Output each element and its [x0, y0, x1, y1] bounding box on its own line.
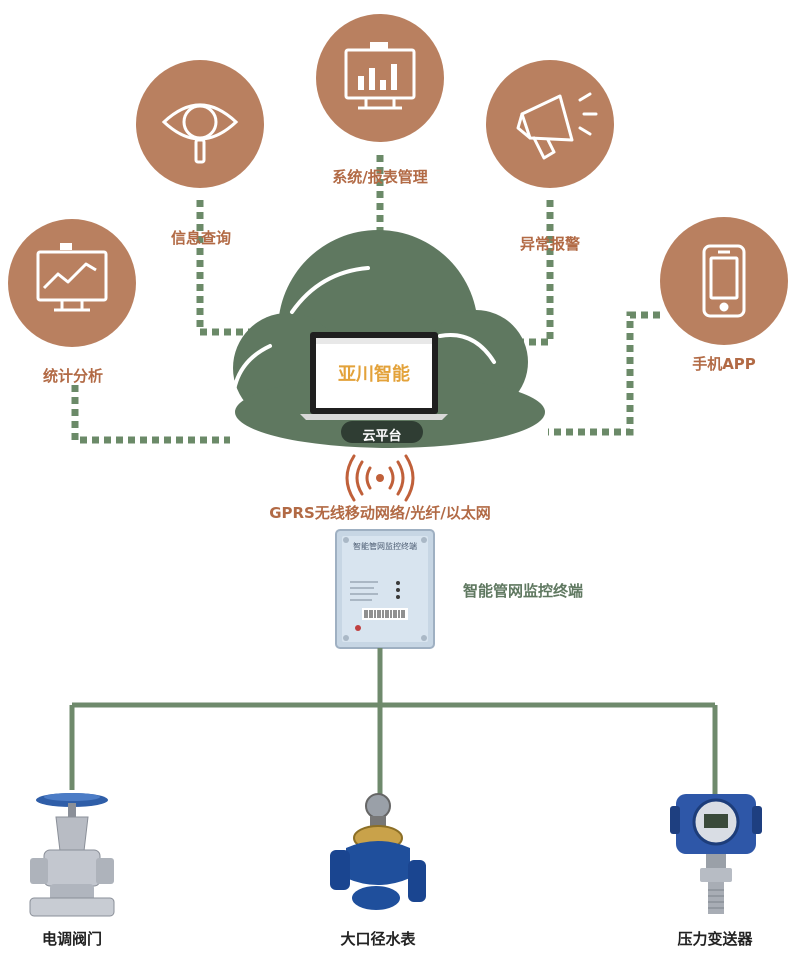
wireless-signal-icon — [345, 454, 415, 502]
node-stats — [8, 219, 136, 347]
trend-chart-icon — [36, 243, 108, 312]
cloud-label-pill — [341, 421, 423, 443]
laptop-screen-text: 亚川智能 — [338, 364, 410, 385]
cloud-highlight-3 — [232, 344, 272, 392]
node-info-circle — [136, 60, 264, 188]
water-meter-icon — [330, 793, 426, 910]
node-system-circle — [316, 14, 444, 142]
connector-alarm — [502, 200, 554, 346]
terminal-device-title: 智能管网监控终端 — [353, 542, 417, 551]
node-app — [660, 217, 788, 345]
connector-info — [196, 200, 268, 336]
label-system: 系统/报表管理 — [332, 168, 428, 186]
device-bus-lines — [69, 648, 718, 800]
connector-app — [548, 311, 660, 436]
terminal-device-image — [335, 529, 435, 649]
connector-stats — [71, 385, 230, 444]
node-alarm-circle — [486, 60, 614, 188]
label-valve: 电调阀门 — [41, 930, 103, 948]
pressure-transmitter-icon — [670, 794, 762, 914]
smartphone-icon — [702, 244, 746, 318]
label-info: 信息查询 — [170, 229, 232, 247]
cloud-platform-label: 云平台 — [362, 429, 402, 444]
node-stats-circle — [8, 219, 136, 347]
gate-valve-icon — [29, 793, 115, 917]
terminal-label: 智能管网监控终端 — [463, 582, 584, 600]
label-stats: 统计分析 — [42, 367, 104, 385]
eye-magnifier-icon — [161, 103, 239, 164]
node-app-circle — [660, 217, 788, 345]
node-system — [316, 14, 444, 142]
cloud-highlight-2 — [438, 333, 496, 364]
label-pressure-transmitter: 压力变送器 — [677, 930, 753, 948]
cloud-highlight-1 — [290, 266, 370, 314]
monitor-barchart-icon — [344, 42, 416, 110]
node-alarm — [486, 60, 614, 188]
node-info — [136, 60, 264, 188]
laptop-icon — [300, 332, 448, 420]
label-water-meter: 大口径水表 — [340, 930, 416, 948]
megaphone-icon — [516, 92, 598, 160]
label-alarm: 异常报警 — [519, 235, 581, 253]
cloud-platform — [232, 230, 545, 448]
network-label: GPRS无线移动网络/光纤/以太网 — [269, 504, 491, 522]
label-app: 手机APP — [692, 355, 756, 373]
